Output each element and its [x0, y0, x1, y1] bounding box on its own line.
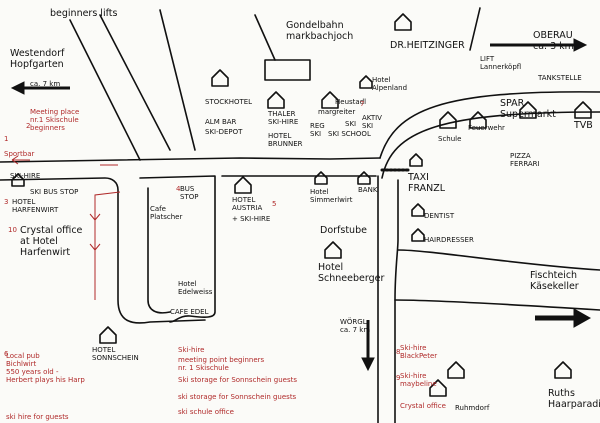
- label-bank: BANK: [358, 186, 378, 194]
- label-schule: Schule: [438, 135, 462, 143]
- label-westendorf: Westendorf Hopfgarten: [10, 48, 65, 70]
- label-crystal-office: Crystal office at Hotel Harfenwirt: [20, 225, 83, 258]
- label-ski-hire-maybe: Ski-hire maybeline: [400, 372, 437, 388]
- label-aktiv: AKTIV SKI: [362, 114, 382, 130]
- label-ruhmdorf: Ruhmdorf: [455, 404, 490, 412]
- road-east-lower: [394, 299, 600, 311]
- label-ski-hire-bottom: ski hire for guests: [6, 413, 69, 421]
- label-ski-hire-blackpeter: Ski-hire BlackPeter: [400, 344, 438, 360]
- lift-line-2: [99, 14, 171, 151]
- marker-4: 4: [176, 185, 181, 193]
- label-tankstelle: TANKSTELLE: [538, 74, 582, 82]
- label-heustadl: Heustadl: [335, 98, 367, 106]
- marker-8: 8: [396, 348, 401, 356]
- label-gondelbahn: Gondelbahn markbachjoch: [286, 20, 354, 42]
- label-ruths: Ruths Haarparadies: [548, 388, 600, 410]
- label-fischteich: Fischteich Käsekeller: [530, 270, 579, 292]
- road-north-east-inner: [381, 111, 600, 179]
- label-hotel-austria: HOTEL AUSTRIA: [232, 196, 263, 212]
- label-alm-bar: ALM BAR: [205, 118, 237, 126]
- label-hotel-harfenwirt: HOTEL HARFENWIRT: [12, 198, 59, 214]
- label-pizza: PIZZA FERRARI: [510, 152, 540, 168]
- label-westendorf-distance: ca. 7 km: [30, 80, 61, 88]
- marker-10: 10: [8, 226, 17, 234]
- road-south-east: [394, 179, 399, 423]
- loop-inner: [147, 187, 171, 314]
- marker-9: 9: [396, 374, 401, 382]
- direction-arrows: [10, 38, 592, 372]
- label-reg-ski: REG SKI: [310, 122, 325, 138]
- lift-line-3: [159, 9, 196, 151]
- road-east-upper: [397, 249, 600, 271]
- gondola-cable: [254, 14, 276, 61]
- label-ski: SKI: [345, 120, 357, 128]
- label-dorfstube: Dorfstube: [320, 225, 367, 236]
- label-feuerwehr: Feuerwehr: [468, 124, 505, 132]
- label-tvb: TVB: [574, 120, 593, 131]
- marker-7: 7: [360, 100, 365, 108]
- marker-5: 5: [272, 200, 277, 208]
- label-stockhotel: STOCKHOTEL: [205, 98, 253, 106]
- label-dentist: DENTIST: [424, 212, 455, 220]
- label-ski-hire-1: SKI-HIRE: [10, 172, 41, 180]
- label-lift-lanner: LIFT Lannerköpfl: [480, 55, 522, 71]
- legend-item-4: ski storage for Sonnschein guests: [178, 393, 297, 401]
- label-woergl: WÖRGL ca. 7 km: [340, 318, 371, 334]
- label-beginners-lifts: beginners lifts: [50, 8, 118, 19]
- label-crystal-office-bottom: Crystal office: [400, 402, 446, 410]
- label-bus-stop: BUS STOP: [180, 185, 199, 201]
- legend-item-2: meeting point beginners nr. 1 Skischule: [178, 356, 265, 372]
- label-spar: SPAR Supermarkt: [500, 98, 556, 120]
- label-meeting-place: Meeting place nr.1 Skischule beginners: [30, 108, 80, 132]
- label-hotel-edelweiss: Hotel Edelweiss: [178, 280, 213, 296]
- label-ski-depot: SKI-DEPOT: [205, 128, 243, 136]
- marker-1: 1: [4, 135, 9, 143]
- loop-road: [139, 175, 216, 323]
- marker-2: 2: [26, 122, 31, 130]
- label-local-pub: Local pub Bichlwirt 550 years old - Herb…: [6, 352, 85, 384]
- label-sportbar: Sportbar: [4, 150, 35, 158]
- label-hairdresser: HAIRDRESSER: [424, 236, 474, 244]
- label-ski-hire-austria: + SKI-HIRE: [232, 215, 271, 223]
- marker-3: 3: [4, 198, 9, 206]
- label-cafe-edel: CAFE EDEL: [170, 308, 209, 316]
- lift-line-1: [69, 19, 141, 161]
- gondola-station: [264, 59, 311, 81]
- walking-route: [11, 155, 121, 300]
- main-road-south-edge: [0, 177, 206, 324]
- label-hotel-simmerlwirt: Hotel Simmerlwirt: [310, 188, 353, 204]
- label-taxi: TAXI FRANZL: [408, 172, 446, 194]
- label-oberau: OBERAU ca. 3 km: [533, 30, 574, 52]
- legend-item-5: ski schule office: [178, 408, 234, 416]
- label-margreiter: margreiter: [318, 108, 356, 116]
- label-cafe-platscher: Cafe Platscher: [150, 205, 183, 221]
- main-road-north-edge: [0, 157, 381, 163]
- label-ski-school: SKI SCHOOL: [328, 130, 371, 138]
- label-dr-heitzinger: DR.HEITZINGER: [390, 40, 465, 51]
- label-thaler: THALER SKI-HIRE: [268, 110, 299, 126]
- marker-6: 6: [4, 350, 9, 358]
- label-hotel-alpenland: Hotel Alpenland: [372, 76, 408, 92]
- legend-item-1: Ski-hire: [178, 346, 205, 354]
- label-hotel-brunner: HOTEL BRUNNER: [268, 132, 303, 148]
- label-hotel-sonnschein: HOTEL SONNSCHEIN: [92, 346, 139, 362]
- label-ski-bus-stop: SKI BUS STOP: [30, 188, 79, 196]
- road-north-east: [379, 91, 600, 159]
- label-hotel-schneeberger: Hotel Schneeberger: [318, 262, 385, 284]
- lift-lanner-cable: [469, 7, 481, 51]
- house-icons: [11, 13, 592, 397]
- legend-item-3: Ski storage for Sonnschein guests: [178, 376, 298, 384]
